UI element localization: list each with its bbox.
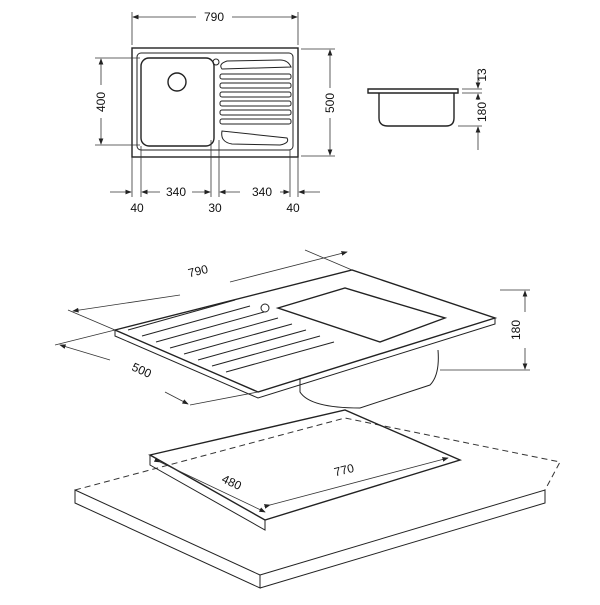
dim-iso-width: 790 — [187, 262, 210, 281]
dim-bowl-width: 340 — [166, 185, 186, 199]
dim-cutout-depth: 480 — [220, 472, 244, 493]
dim-drainer-width: 340 — [252, 185, 272, 199]
dim-rim-thickness: 13 — [475, 68, 489, 82]
iso-bowl — [275, 287, 448, 343]
dim-left-margin: 40 — [130, 201, 144, 215]
dim-right-margin: 40 — [286, 201, 300, 215]
dim-iso-depth: 500 — [130, 360, 154, 381]
dim-cutout-width: 770 — [333, 461, 356, 480]
iso-drainer-ribs — [127, 299, 335, 373]
dim-iso-height: 180 — [509, 320, 523, 340]
drain-icon — [167, 72, 187, 92]
dim-bowl-depth: 180 — [475, 102, 489, 122]
bowl — [140, 57, 215, 147]
drainer-ribs — [219, 59, 292, 146]
tap-hole-icon — [212, 58, 220, 66]
dim-middle-gap: 30 — [208, 201, 222, 215]
dim-overall-depth: 500 — [323, 93, 337, 113]
sink-rim — [112, 269, 498, 393]
countertop: 480 770 — [74, 409, 561, 589]
dim-bowl-height: 400 — [94, 92, 108, 112]
iso-sink: 790 500 180 — [54, 249, 530, 409]
dim-overall-width: 790 — [204, 10, 224, 24]
sink-outline — [131, 47, 299, 158]
plan-view: 790 400 500 340 340 40 30 40 — [94, 10, 337, 215]
cutout — [148, 409, 463, 521]
side-view: 13 180 — [367, 68, 489, 150]
